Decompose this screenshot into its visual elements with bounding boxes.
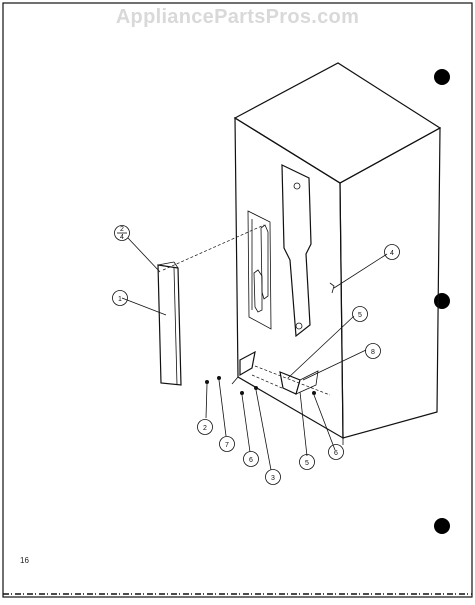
callout-5-upper: 5 — [352, 306, 368, 322]
fraction-numerator: 2 — [120, 226, 124, 233]
stop-pin — [329, 282, 335, 294]
left-foot — [239, 350, 256, 377]
bottom-bracket — [239, 350, 331, 396]
screw-6-right — [312, 391, 316, 395]
svg-text:3: 3 — [271, 475, 275, 482]
cabinet-top — [233, 62, 442, 184]
cabinet-front — [234, 116, 344, 440]
leader-lines — [121, 224, 388, 457]
page-border — [2, 2, 473, 598]
callout-2: 2 — [197, 419, 213, 435]
svg-text:8: 8 — [371, 349, 375, 356]
callout-6-left: 6 — [243, 451, 259, 467]
svg-text:7: 7 — [225, 442, 229, 449]
screws — [205, 376, 316, 471]
page-number: 16 — [20, 556, 29, 565]
callout-5-lower: 5 — [299, 454, 315, 470]
screw-3 — [254, 386, 272, 471]
callout-7: 7 — [219, 436, 235, 452]
hinge-plate — [281, 164, 312, 338]
cabinet-side — [339, 126, 441, 439]
svg-text:5: 5 — [358, 312, 362, 319]
callout-8: 8 — [365, 343, 381, 359]
svg-text:2: 2 — [203, 425, 207, 432]
callout-4: 4 — [384, 244, 400, 260]
callout-6-right: 6 — [328, 444, 344, 460]
binder-hole-bottom — [434, 518, 450, 534]
svg-text:6: 6 — [249, 457, 253, 464]
screw-2 — [205, 380, 209, 419]
binder-hole-middle — [434, 293, 450, 309]
door-gasket-panel — [157, 261, 182, 386]
watermark: AppliancePartsPros.com — [115, 6, 360, 28]
recess-outline — [247, 210, 272, 330]
refrigerator-cabinet — [231, 62, 442, 445]
svg-text:5: 5 — [305, 460, 309, 467]
callout-fraction: 2 4 — [114, 225, 130, 241]
svg-text:4: 4 — [390, 250, 394, 257]
fraction-denominator: 4 — [120, 234, 124, 241]
hinge-plate-outline — [281, 164, 312, 338]
door-recess — [247, 210, 272, 330]
svg-text:1: 1 — [118, 296, 122, 303]
callout-1: 1 — [112, 290, 128, 306]
screw-7 — [217, 376, 227, 437]
panel-outline — [157, 264, 182, 386]
binder-hole-top — [434, 69, 450, 85]
svg-text:6: 6 — [334, 450, 338, 457]
callout-3: 3 — [265, 469, 281, 485]
screw-6-left — [240, 391, 251, 453]
